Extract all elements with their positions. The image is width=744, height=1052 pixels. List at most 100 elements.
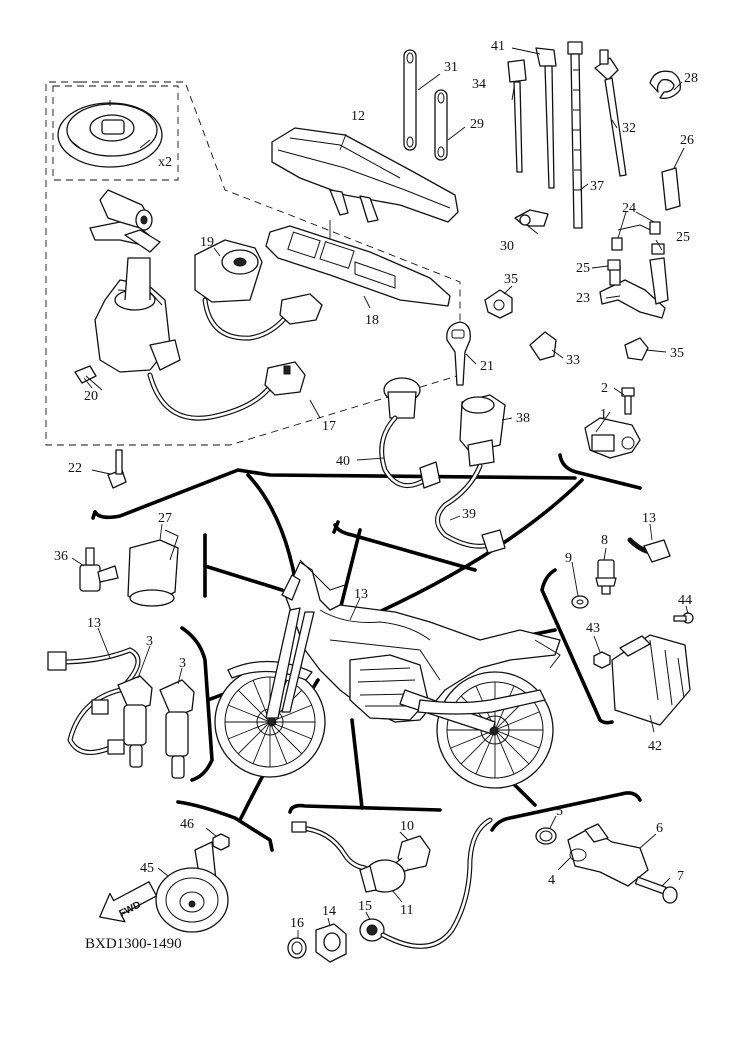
- callout-8: 8: [601, 533, 608, 548]
- screw-24: [611, 221, 661, 251]
- horn: [155, 841, 229, 933]
- multiplier-label: x2: [158, 155, 172, 170]
- nut-46: [212, 833, 230, 851]
- forward-arrow-icon: [99, 881, 158, 923]
- callout-26: 26: [680, 133, 694, 148]
- lock-cylinder: [99, 189, 153, 231]
- sensor-body: [567, 823, 649, 887]
- callout-9: 9: [565, 551, 572, 566]
- washer-9: [571, 595, 589, 609]
- bolt-20: [74, 365, 103, 391]
- callout-7: 7: [677, 869, 684, 884]
- callout-40: 40: [336, 454, 350, 469]
- o-ring-5: [535, 827, 557, 845]
- nut-25: [607, 243, 665, 271]
- callout-37: 37: [590, 179, 604, 194]
- bracket-23: [599, 224, 669, 319]
- callout-27: 27: [158, 511, 172, 526]
- callout-12: 12: [351, 109, 365, 124]
- fuel-cap: [57, 100, 163, 168]
- callout-34: 34: [472, 77, 486, 92]
- callout-39: 39: [462, 507, 476, 522]
- clamp-32: [594, 49, 627, 177]
- bolt-44: [673, 612, 694, 624]
- callout-13: 13: [87, 616, 101, 631]
- callout-35b: 35: [670, 346, 684, 361]
- callout-16: 16: [290, 916, 304, 931]
- callout-31: 31: [444, 60, 458, 75]
- callout-22: 22: [68, 461, 82, 476]
- callout-10: 10: [400, 819, 414, 834]
- callout-13c: 13: [642, 511, 656, 526]
- callout-45: 45: [140, 861, 154, 876]
- switch-14: [315, 923, 347, 963]
- pressure-switch: [391, 835, 431, 875]
- callout-25: 25: [676, 230, 690, 245]
- tube-26: [661, 167, 681, 211]
- callout-15: 15: [358, 899, 372, 914]
- band-34: [507, 59, 527, 173]
- callout-11: 11: [400, 903, 413, 918]
- clamp-33: [529, 331, 557, 361]
- band-29: [434, 89, 448, 161]
- cap-15: [359, 817, 493, 949]
- group-brackets: [91, 453, 642, 852]
- callout-28: 28: [684, 71, 698, 86]
- motorcycle-illustration: [214, 559, 561, 789]
- nut-43: [593, 651, 611, 669]
- wire-harness-left: [47, 647, 141, 755]
- callout-3: 3: [146, 634, 153, 649]
- callout-17: 17: [322, 419, 336, 434]
- callout-25b: 25: [576, 261, 590, 276]
- switch-40: [379, 377, 441, 489]
- cover-27: [127, 529, 179, 607]
- bolt-7: [634, 876, 678, 904]
- callout-24: 24: [622, 201, 636, 216]
- ignition-coil-right: [159, 679, 195, 779]
- callout-3b: 3: [179, 656, 186, 671]
- temperature-sensor: [595, 559, 617, 595]
- callout-13b: 13: [354, 587, 368, 602]
- bolt-2: [621, 387, 635, 415]
- callout-19: 19: [200, 235, 214, 250]
- callout-36: 36: [54, 549, 68, 564]
- ignition-coil-left: [117, 675, 153, 768]
- wire-harness-right: [627, 537, 671, 563]
- callout-38: 38: [516, 411, 530, 426]
- clamp-30: [514, 209, 549, 227]
- callout-4: 4: [548, 873, 555, 888]
- clamp-35-lower: [624, 337, 649, 361]
- gasket-16: [287, 937, 307, 959]
- clip-28: [649, 70, 681, 99]
- callout-33: 33: [566, 353, 580, 368]
- callout-20: 20: [84, 389, 98, 404]
- callout-43: 43: [586, 621, 600, 636]
- callout-6: 6: [656, 821, 663, 836]
- callout-leaders: [71, 47, 689, 938]
- clamp-35-upper: [484, 289, 513, 319]
- callout-18: 18: [365, 313, 379, 328]
- sensor-36: [79, 547, 119, 592]
- main-switch-assembly: [89, 221, 306, 421]
- meter-cover: [265, 225, 451, 307]
- callout-21: 21: [480, 359, 494, 374]
- meter-assembly: [271, 127, 459, 270]
- band-31: [403, 49, 417, 151]
- sensor-bracket: [584, 417, 641, 459]
- immobilizer-unit: [194, 239, 323, 341]
- clamp-41: [535, 47, 557, 189]
- switch-11: [291, 821, 406, 893]
- band-37: [567, 41, 583, 229]
- bolt-22: [107, 449, 127, 489]
- key-blank: [446, 321, 471, 386]
- callout-29: 29: [470, 117, 484, 132]
- switch-38: [435, 394, 506, 554]
- callout-32: 32: [622, 121, 636, 136]
- callout-35: 35: [504, 272, 518, 287]
- callout-30: 30: [500, 239, 514, 254]
- callout-2: 2: [601, 381, 608, 396]
- callout-23: 23: [576, 291, 590, 306]
- callout-14: 14: [322, 904, 336, 919]
- callout-1: 1: [600, 407, 607, 422]
